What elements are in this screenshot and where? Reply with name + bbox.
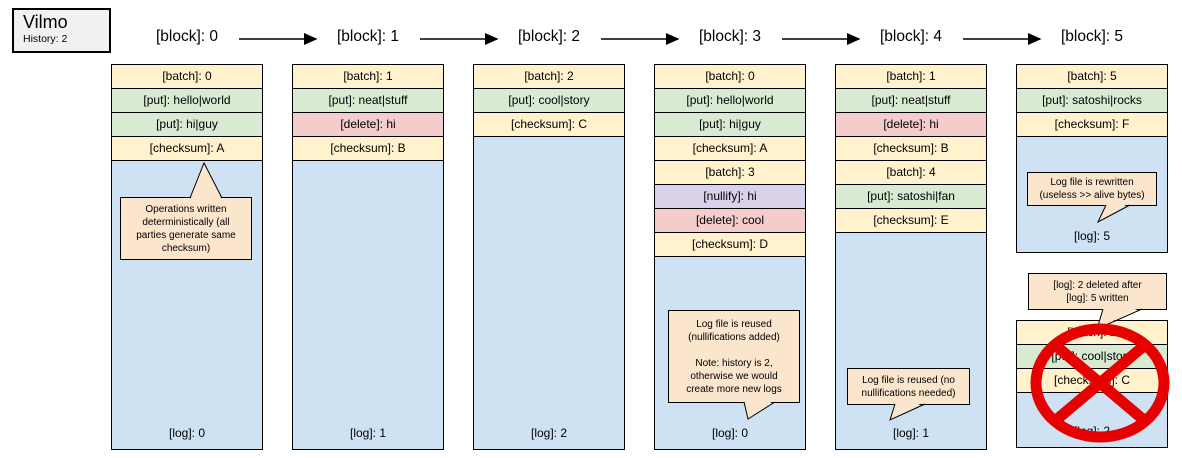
block-3-log-area: [log]: 0 xyxy=(655,257,805,449)
block-1-row-delete: [delete]: hi xyxy=(293,113,443,137)
block-1-log-label: [log]: 1 xyxy=(349,426,387,440)
block-1-label: [block]: 1 xyxy=(336,28,400,45)
block-1-row-batch: [batch]: 1 xyxy=(293,65,443,89)
block-4-row-batch: [batch]: 1 xyxy=(836,65,986,89)
block-2-row-batch: [batch]: 2 xyxy=(474,65,624,89)
block-1: [batch]: 1[put]: neat|stuff[delete]: hi[… xyxy=(292,64,444,450)
block-5-row-batch: [batch]: 5 xyxy=(1017,65,1167,89)
block-4-row-delete: [delete]: hi xyxy=(836,113,986,137)
block-1-log-area: [log]: 1 xyxy=(293,161,443,449)
block-4-log-label: [log]: 1 xyxy=(892,426,930,440)
block-2-label: [block]: 2 xyxy=(517,28,581,45)
deleted-log-box-row-checksum: [checksum]: C xyxy=(1017,369,1167,393)
block-3-log-label: [log]: 0 xyxy=(711,426,749,440)
block-3-row-checksum: [checksum]: D xyxy=(655,233,805,257)
block-0-log-label: [log]: 0 xyxy=(168,426,206,440)
block-4-row-batch: [batch]: 4 xyxy=(836,161,986,185)
callout-log-reused-no-nullifications-text: Log file is reused (no nullifications ne… xyxy=(861,374,956,399)
deleted-log-box-row-put: [put]: cool|story xyxy=(1017,345,1167,369)
deleted-log-box: [batch]: 2[put]: cool|story[checksum]: C… xyxy=(1016,320,1168,448)
block-1-row-put: [put]: neat|stuff xyxy=(293,89,443,113)
callout-deterministic: Operations written deterministically (al… xyxy=(120,197,252,260)
callout-log-deleted: [log]: 2 deleted after [log]: 5 written xyxy=(1028,273,1167,310)
block-3-row-batch: [batch]: 0 xyxy=(655,65,805,89)
block-4-row-put: [put]: neat|stuff xyxy=(836,89,986,113)
block-0-row-put: [put]: hello|world xyxy=(112,89,262,113)
block-0-row-batch: [batch]: 0 xyxy=(112,65,262,89)
block-2-row-put: [put]: cool|story xyxy=(474,89,624,113)
block-4-label: [block]: 4 xyxy=(879,28,943,45)
block-5: [batch]: 5[put]: satoshi|rocks[checksum]… xyxy=(1016,64,1168,253)
block-1-row-checksum: [checksum]: B xyxy=(293,137,443,161)
block-3-row-batch: [batch]: 3 xyxy=(655,161,805,185)
vilmo-panel: Vilmo History: 2 xyxy=(12,8,111,53)
callout-deterministic-text: Operations written deterministically (al… xyxy=(136,203,236,254)
block-0-label: [block]: 0 xyxy=(155,28,219,45)
block-5-row-checksum: [checksum]: F xyxy=(1017,113,1167,137)
deleted-log-box-log-label: [log]: 2 xyxy=(1073,424,1111,438)
history-setting: History: 2 xyxy=(23,33,68,45)
block-2-log-label: [log]: 2 xyxy=(530,426,568,440)
block-4-row-checksum: [checksum]: E xyxy=(836,209,986,233)
block-3-row-checksum: [checksum]: A xyxy=(655,137,805,161)
callout-log-reused-no-nullifications: Log file is reused (no nullifications ne… xyxy=(847,368,970,405)
block-3-row-put: [put]: hi|guy xyxy=(655,113,805,137)
callout-log-rewritten: Log file is rewritten (useless >> alive … xyxy=(1027,172,1157,206)
block-5-label: [block]: 5 xyxy=(1060,28,1124,45)
deleted-log-box-log-area: [log]: 2 xyxy=(1017,393,1167,447)
block-5-row-put: [put]: satoshi|rocks xyxy=(1017,89,1167,113)
callout-log-reused-nullifications-text: Log file is reused (nullifications added… xyxy=(686,318,782,395)
block-4-log-area: [log]: 1 xyxy=(836,233,986,449)
block-5-log-label: [log]: 5 xyxy=(1073,229,1111,243)
block-4-row-checksum: [checksum]: B xyxy=(836,137,986,161)
callout-log-rewritten-text: Log file is rewritten (useless >> alive … xyxy=(1039,177,1145,201)
block-3-row-put: [put]: hello|world xyxy=(655,89,805,113)
block-3-label: [block]: 3 xyxy=(698,28,762,45)
block-3-row-delete: [delete]: cool xyxy=(655,209,805,233)
deleted-log-box-row-batch: [batch]: 2 xyxy=(1017,321,1167,345)
block-0-row-checksum: [checksum]: A xyxy=(112,137,262,161)
block-5-log-area: [log]: 5 xyxy=(1017,137,1167,252)
block-2-row-checksum: [checksum]: C xyxy=(474,113,624,137)
vilmo-title: Vilmo xyxy=(23,12,68,32)
block-2: [batch]: 2[put]: cool|story[checksum]: C… xyxy=(473,64,625,450)
block-2-log-area: [log]: 2 xyxy=(474,137,624,449)
block-3-row-nullify: [nullify]: hi xyxy=(655,185,805,209)
block-0-log-area: [log]: 0 xyxy=(112,161,262,449)
block-4-row-put: [put]: satoshi|fan xyxy=(836,185,986,209)
callout-log-deleted-text: [log]: 2 deleted after [log]: 5 written xyxy=(1053,279,1142,304)
block-0-row-put: [put]: hi|guy xyxy=(112,113,262,137)
callout-log-reused-nullifications: Log file is reused (nullifications added… xyxy=(668,310,800,403)
